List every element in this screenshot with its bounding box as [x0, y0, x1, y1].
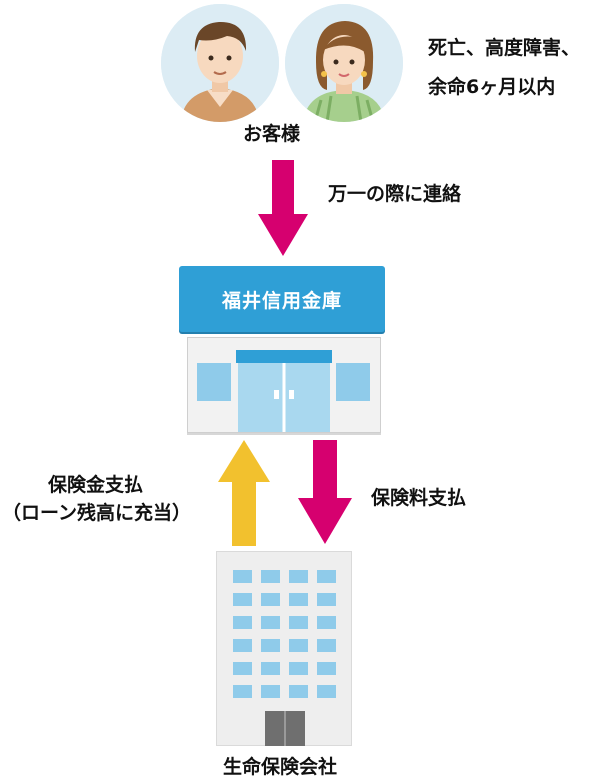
payout-label-line-2: （ローン残高に充当）	[2, 502, 192, 524]
premium-arrow-down	[298, 440, 352, 544]
customer-condition-line-1: 死亡、高度障害、	[428, 37, 581, 59]
premium-label: 保険料支払	[371, 487, 467, 509]
bank-name-sign: 福井信用金庫	[179, 266, 385, 332]
insurer-label: 生命保険会社	[223, 756, 338, 778]
female-customer-icon	[285, 4, 403, 122]
payout-label-line-1: 保険金支払	[48, 474, 144, 496]
bank-building-icon	[187, 337, 381, 433]
contact-label: 万一の際に連絡	[328, 183, 462, 205]
contact-arrow-down	[258, 160, 308, 256]
payout-arrow-up	[218, 440, 270, 546]
male-customer-icon	[161, 4, 279, 122]
customers-label: お客様	[243, 123, 301, 145]
customer-condition-line-2: 余命6ヶ月以内	[428, 76, 556, 98]
office-door	[265, 711, 305, 746]
office-building-icon	[216, 551, 352, 746]
